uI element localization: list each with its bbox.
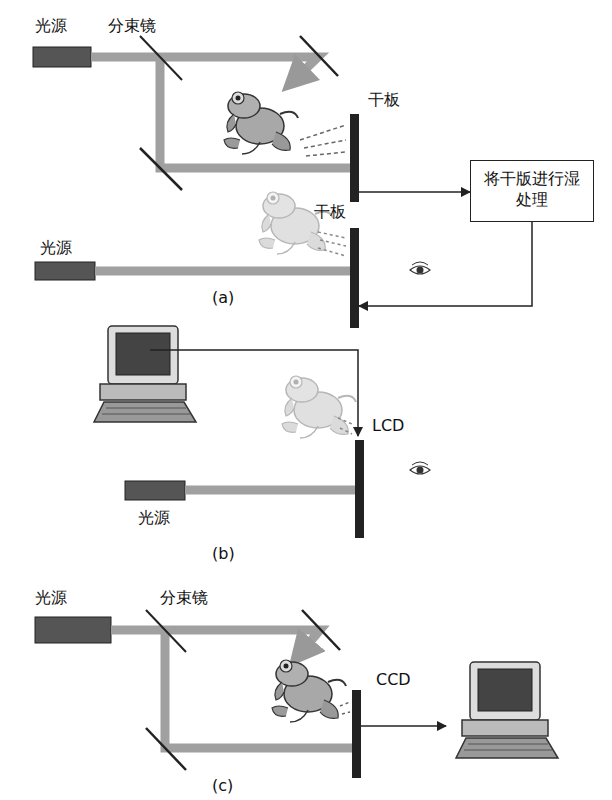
light-beam [95, 267, 350, 276]
light-source [33, 47, 91, 67]
light-source [35, 617, 111, 643]
part-label: 光源 [35, 16, 67, 35]
process-box: 将干版进行湿处理 [470, 160, 594, 222]
mirror [140, 148, 182, 190]
light-beam [91, 57, 318, 82]
observer-eye [410, 462, 430, 474]
diffracted-light [338, 418, 352, 434]
panel-label: (c) [212, 776, 233, 795]
diffracted-light [318, 232, 346, 256]
signal-arrow [361, 725, 446, 727]
part-label: LCD [372, 416, 404, 435]
beam-splitter [146, 610, 186, 652]
light-beam [185, 486, 355, 495]
part-label: 光源 [35, 588, 67, 607]
reference-beam [160, 57, 350, 168]
scattered-light [300, 125, 346, 156]
recording-setup [33, 36, 350, 190]
beam-splitter [140, 36, 182, 80]
photographic-plate: 干板 [350, 228, 359, 328]
virtual-image [259, 192, 333, 254]
photographic-plate: 干板 [350, 114, 359, 202]
observer-eye [410, 262, 430, 274]
lcd-display-setup [94, 326, 430, 538]
flow-arrow [359, 222, 532, 306]
part-label: 分束镜 [160, 588, 208, 607]
lcd-panel [355, 440, 364, 538]
part-label: 光源 [40, 238, 72, 257]
frog-object [224, 92, 298, 154]
virtual-image [282, 376, 356, 438]
computer [456, 662, 558, 758]
part-label: 分束镜 [108, 16, 156, 35]
reconstruction-setup [35, 192, 430, 280]
flow-arrow [359, 191, 470, 193]
mirror [300, 36, 338, 76]
plate-label: 干板 [314, 202, 346, 221]
ccd-recording-setup [35, 610, 558, 778]
mirror [146, 728, 186, 770]
panel-label: (b) [212, 544, 235, 563]
frog-object [272, 660, 346, 722]
process-text: 将干版进行湿处理 [481, 169, 583, 211]
part-label: 光源 [138, 508, 170, 527]
scattered-light [340, 702, 350, 714]
light-source [125, 481, 185, 500]
light-beam [111, 630, 320, 656]
part-label: CCD [376, 670, 411, 689]
ccd-sensor [352, 690, 361, 778]
plate-label: 干板 [368, 90, 400, 109]
panel-label: (a) [212, 288, 234, 307]
mirror [302, 610, 340, 650]
light-source [35, 262, 95, 280]
computer [94, 326, 196, 422]
reference-beam [165, 630, 352, 748]
